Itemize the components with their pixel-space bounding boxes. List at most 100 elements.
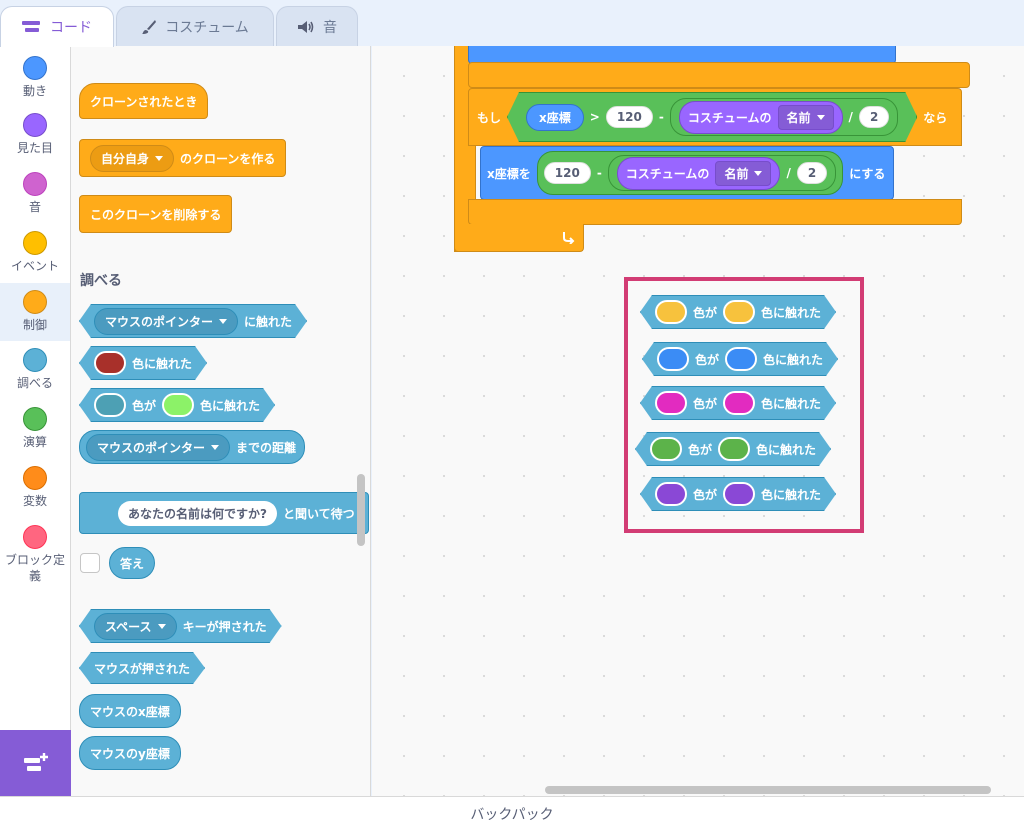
category-dot (23, 172, 47, 196)
subtract-block[interactable]: 120 - コスチュームの名前 / 2 (536, 151, 844, 195)
mouse-y-block[interactable]: マウスのy座標 (79, 736, 181, 770)
color-is-label: 色が (695, 352, 720, 367)
color-touching-color-block[interactable]: 色が 色に触れた (640, 295, 836, 329)
costume-of-label: コスチュームの (687, 110, 772, 125)
category-menu: 動き 見た目 音 イベント 制御 調べる 演算 変数 ブロック定義 (0, 46, 71, 796)
color-is-label: 色が (693, 396, 718, 411)
color-swatch[interactable] (723, 300, 755, 324)
color-swatch[interactable] (94, 393, 126, 417)
category-operators[interactable]: 演算 (0, 407, 70, 465)
create-clone-label: のクローンを作る (180, 151, 276, 166)
color-swatch[interactable] (718, 437, 750, 461)
mouse-y-label: マウスのy座標 (90, 746, 170, 761)
color-touching-color-block[interactable]: 色が 色に触れた (640, 386, 836, 420)
minus-operator: - (596, 166, 602, 180)
distance-suffix: までの距離 (236, 440, 297, 455)
category-sensing[interactable]: 調べる (0, 348, 70, 406)
color-swatch[interactable] (725, 347, 757, 371)
distance-target-dropdown[interactable]: マウスのポインター (86, 433, 231, 461)
palette-scrollbar[interactable] (357, 474, 365, 546)
category-label: ブロック定義 (4, 553, 65, 583)
color-swatch[interactable] (162, 393, 194, 417)
category-events[interactable]: イベント (0, 231, 70, 289)
category-dot (23, 290, 47, 314)
color-swatch[interactable] (723, 391, 755, 415)
color-touching-color-block[interactable]: 色が 色に触れた (642, 342, 838, 376)
number-input[interactable]: 2 (796, 162, 828, 184)
ask-and-wait-block[interactable]: あなたの名前は何ですか? と聞いて待つ (79, 492, 369, 534)
category-control[interactable]: 制御 (0, 283, 70, 341)
color-swatch[interactable] (655, 300, 687, 324)
divide-block[interactable]: コスチュームの名前 / 2 (607, 155, 837, 191)
costume-attr-dropdown[interactable]: 名前 (715, 160, 772, 186)
when-clone-block[interactable]: クローンされたとき (79, 83, 209, 119)
add-extension-button[interactable] (0, 730, 71, 796)
delete-clone-block[interactable]: このクローンを削除する (79, 195, 233, 233)
color-touch-label: 色に触れた (763, 352, 824, 367)
tab-code[interactable]: コード (0, 6, 114, 47)
color-touching-color-block[interactable]: 色が 色に触れた (635, 432, 831, 466)
touching-color-block[interactable]: 色に触れた (79, 346, 207, 380)
category-my-blocks[interactable]: ブロック定義 (0, 525, 70, 595)
code-icon (22, 21, 40, 32)
costume-reporter[interactable]: コスチュームの名前 (679, 101, 843, 134)
number-input[interactable]: 120 (606, 106, 653, 128)
costume-reporter[interactable]: コスチュームの名前 (616, 156, 781, 190)
brush-icon (142, 19, 157, 34)
chevron-down-icon (211, 444, 220, 450)
number-input[interactable]: 120 (543, 162, 591, 184)
costume-attr-dropdown[interactable]: 名前 (778, 105, 834, 130)
distance-block[interactable]: マウスのポインター までの距離 (79, 430, 306, 464)
answer-monitor-checkbox[interactable] (80, 553, 100, 573)
divide-block[interactable]: コスチュームの名前 / 2 (670, 98, 898, 136)
create-clone-block[interactable]: 自分自身 のクローンを作る (79, 139, 287, 177)
touching-target-dropdown[interactable]: マウスのポインター (94, 308, 238, 335)
color-swatch[interactable] (94, 351, 126, 375)
category-looks[interactable]: 見た目 (0, 113, 70, 171)
answer-block[interactable]: 答え (109, 547, 156, 579)
backpack-bar[interactable]: バックパック (0, 796, 1024, 830)
color-swatch[interactable] (655, 482, 687, 506)
color-swatch[interactable] (655, 391, 687, 415)
color-is-label: 色が (693, 487, 718, 502)
forever-block-end[interactable] (454, 224, 584, 252)
clone-target-value: 自分自身 (101, 151, 150, 166)
tab-sounds-label: 音 (323, 19, 337, 36)
answer-label: 答え (120, 556, 145, 571)
tab-costumes[interactable]: コスチューム (116, 6, 274, 46)
color-swatch[interactable] (723, 482, 755, 506)
category-label: 制御 (22, 318, 47, 332)
set-x-block[interactable]: x座標を 120 - コスチュームの名前 / 2 にする (480, 146, 895, 200)
mouse-down-block[interactable]: マウスが押された (79, 652, 205, 684)
clone-target-dropdown[interactable]: 自分自身 (90, 144, 175, 172)
tab-costumes-label: コスチューム (165, 19, 249, 36)
color-touching-color-block[interactable]: 色が 色に触れた (79, 388, 275, 422)
tab-bar: コード コスチューム 音 (0, 0, 1024, 47)
category-dot (23, 348, 47, 372)
mouse-x-block[interactable]: マウスのx座標 (79, 694, 181, 728)
script-scrollbar[interactable] (545, 786, 991, 794)
category-sound[interactable]: 音 (0, 172, 70, 230)
if-block-bottom[interactable] (468, 62, 970, 88)
number-input[interactable]: 2 (859, 106, 889, 128)
loop-arrow-icon (563, 232, 575, 244)
key-suffix: キーが押された (182, 619, 267, 634)
key-pressed-block[interactable]: スペース キーが押された (79, 609, 282, 643)
color-swatch[interactable] (650, 437, 682, 461)
touching-object-block[interactable]: マウスのポインター に触れた (79, 304, 307, 338)
touching-color-label: 色に触れた (132, 356, 193, 371)
category-motion[interactable]: 動き (0, 56, 70, 114)
chevron-down-icon (158, 624, 166, 629)
color-touching-color-block[interactable]: 色が 色に触れた (640, 477, 836, 511)
key-dropdown[interactable]: スペース (94, 613, 177, 640)
tab-sounds[interactable]: 音 (276, 6, 358, 46)
if-block-end[interactable] (468, 199, 962, 225)
ask-text-input[interactable]: あなたの名前は何ですか? (118, 500, 277, 526)
color-swatch[interactable] (657, 347, 689, 371)
category-variables[interactable]: 変数 (0, 466, 70, 524)
mouse-down-label: マウスが押された (94, 661, 191, 676)
greater-than-block[interactable]: x座標 > 120 - コスチュームの名前 / 2 (507, 92, 917, 142)
x-position-reporter[interactable]: x座標 (526, 104, 584, 131)
category-label: 変数 (22, 494, 47, 508)
if-then-block[interactable]: もし x座標 > 120 - コスチュームの名前 / 2 なら (468, 88, 962, 146)
